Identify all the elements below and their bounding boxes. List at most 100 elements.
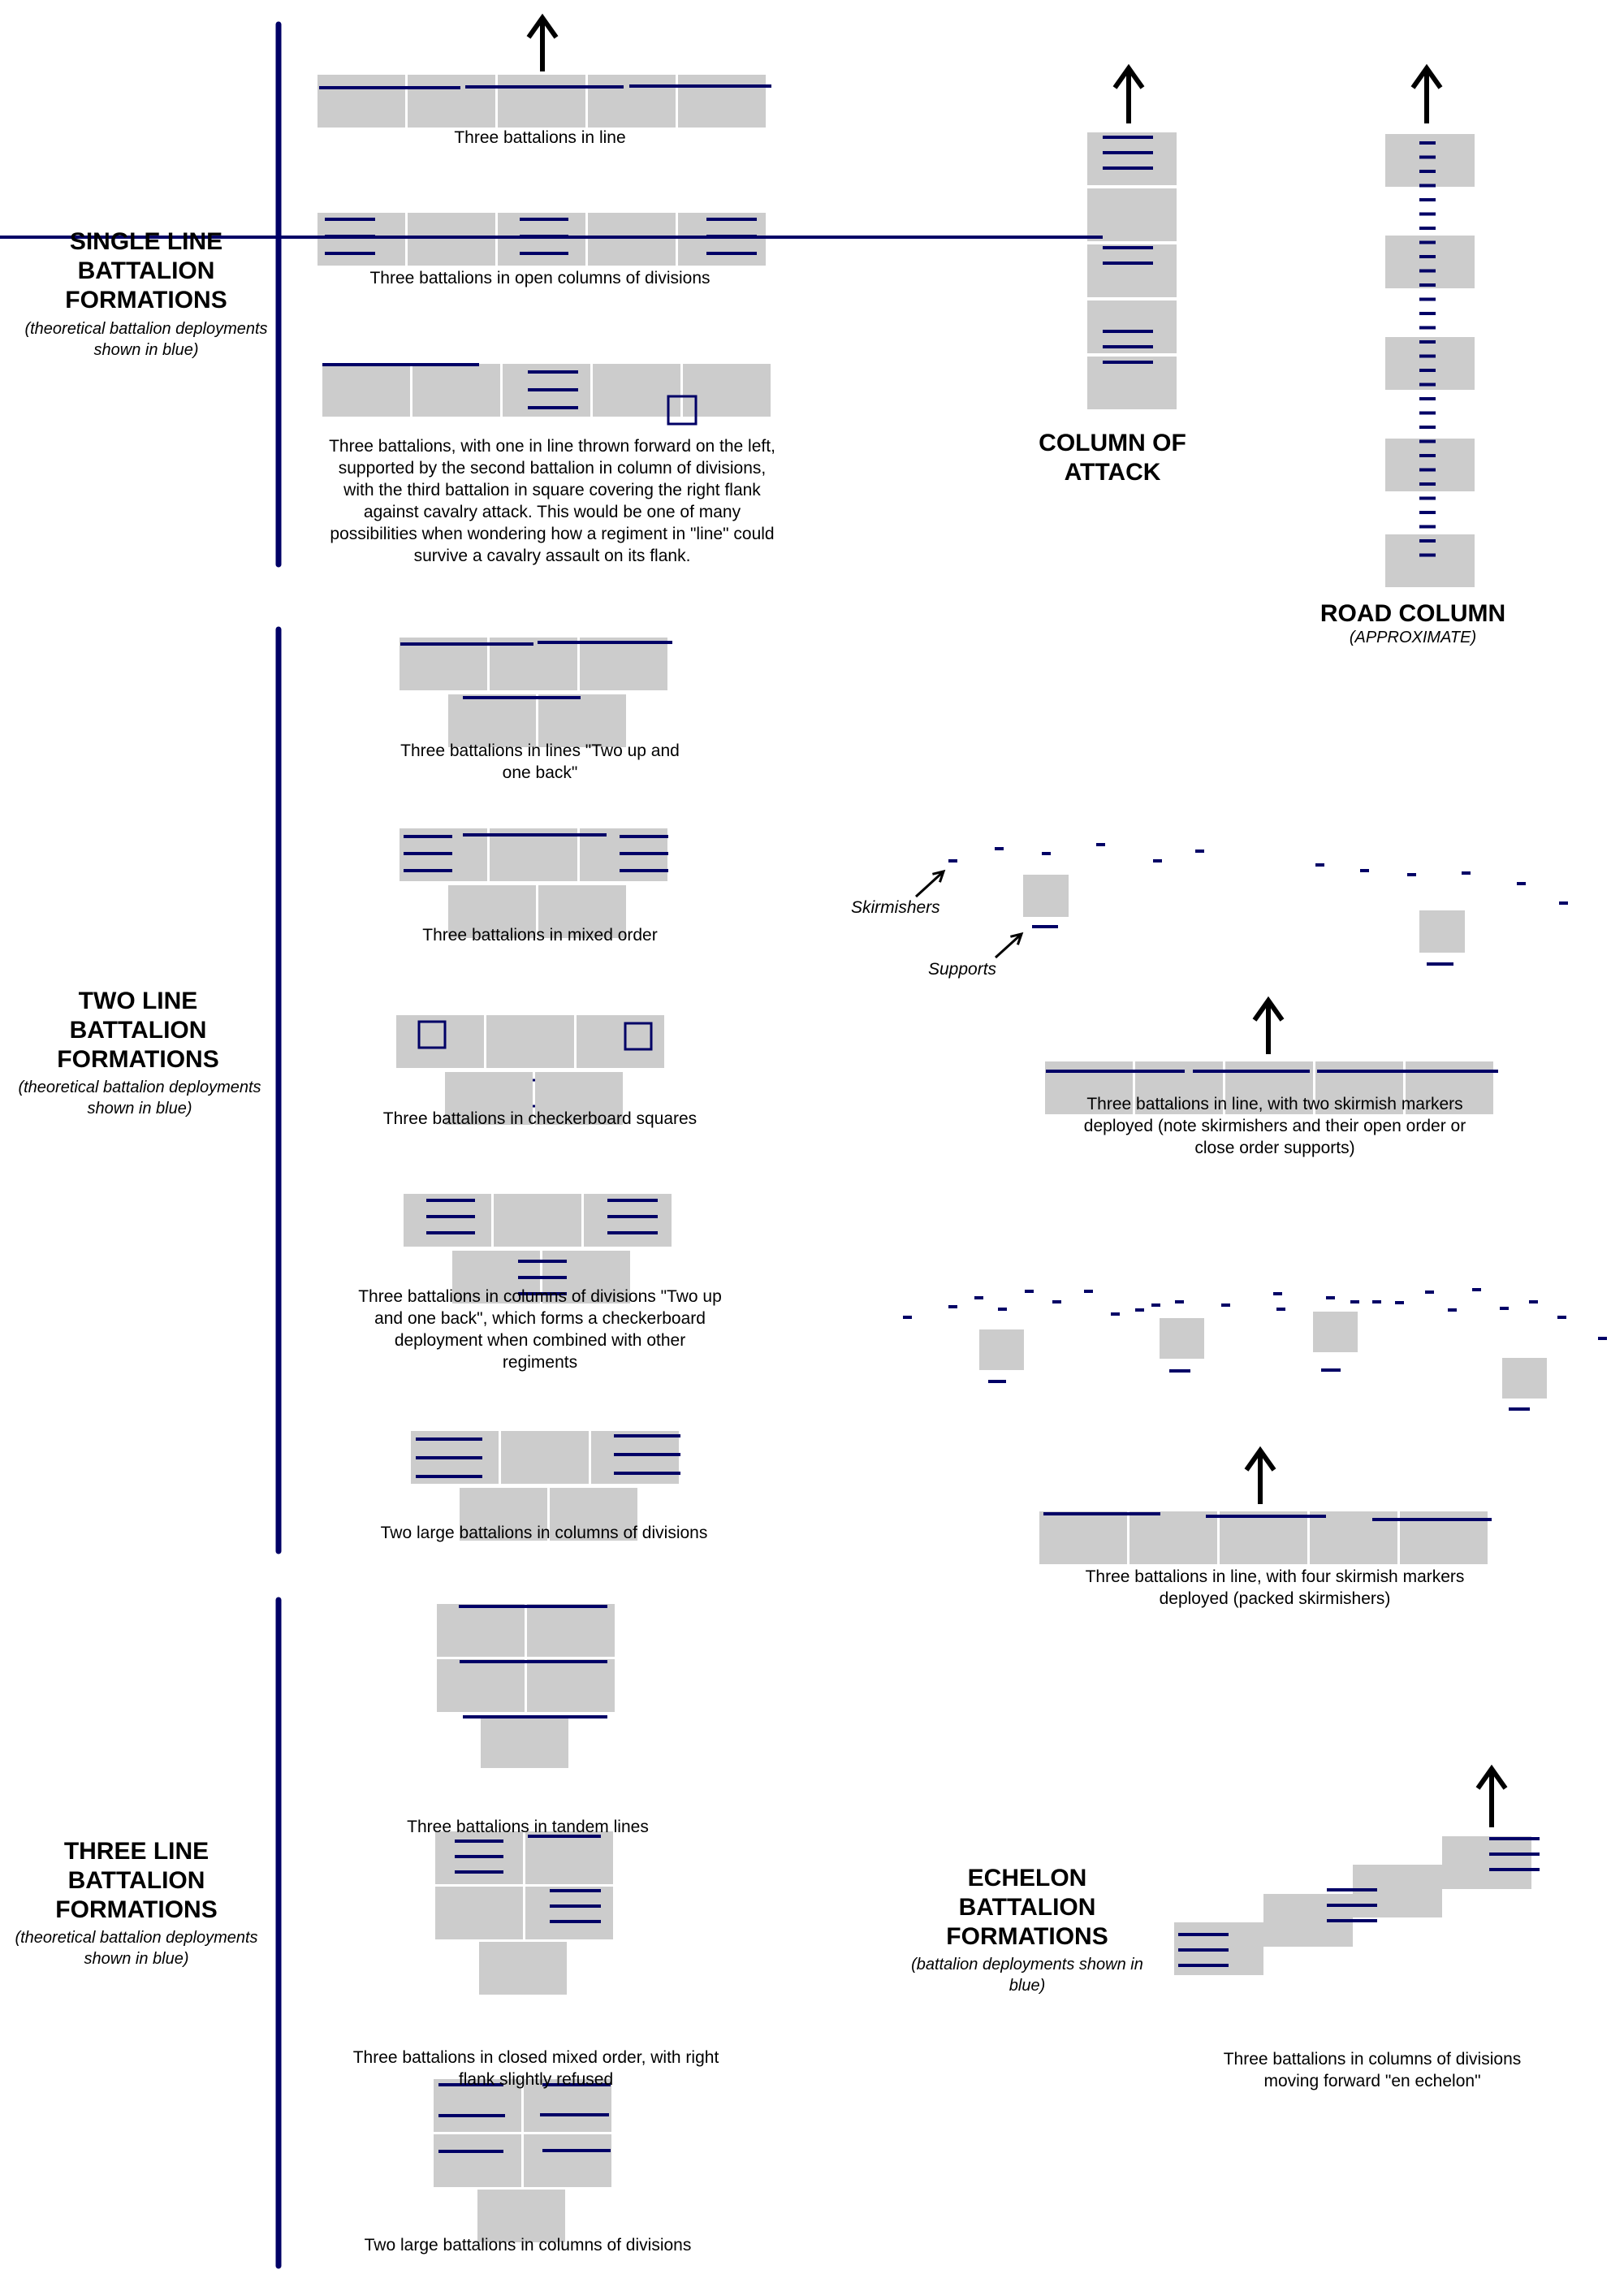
unit-base: [1442, 1836, 1531, 1889]
unit-base: [527, 1604, 615, 1657]
unit-base: [1160, 1318, 1204, 1359]
pointer-arrow-head: [932, 869, 946, 883]
unit-base: [1385, 534, 1475, 587]
single-line-note: (theoretical battalion deployments shown…: [24, 320, 268, 359]
unit-base: [525, 1887, 613, 1939]
unit-base: [322, 364, 410, 417]
unit-base: [1129, 1511, 1217, 1564]
unit-base: [1313, 1312, 1358, 1352]
pointer-arrow-head: [1010, 932, 1024, 945]
advance-arrow: [526, 13, 559, 71]
caption-two-large-columns: Two large battalions in columns of divis…: [380, 1524, 708, 1542]
advance-arrow: [1112, 63, 1145, 123]
single-line-title: SINGLE LINE BATTALION FORMATIONS: [65, 228, 227, 313]
unit-base: [400, 638, 487, 690]
unit-base: [1087, 300, 1177, 353]
unit-base: [678, 75, 766, 128]
caption-two-up-one-back: Three battalions in lines "Two up and on…: [400, 741, 680, 782]
unit-base: [494, 1194, 581, 1247]
unit-base: [435, 1887, 523, 1939]
unit-base: [1039, 1511, 1127, 1564]
unit-base: [448, 694, 536, 747]
unit-base: [979, 1329, 1024, 1370]
unit-base: [580, 638, 667, 690]
road-column-title: ROAD COLUMN: [1320, 600, 1506, 627]
unit-base: [434, 2134, 521, 2187]
unit-base: [481, 1715, 568, 1768]
caption-mixed-line-column-square: Three battalions, with one in line throw…: [329, 437, 775, 565]
unit-base: [584, 1194, 672, 1247]
unit-base: [1502, 1358, 1547, 1399]
caption-open-columns: Three battalions in open columns of divi…: [369, 269, 710, 287]
road-column-note: (APPROXIMATE): [1349, 629, 1477, 646]
echelon-note: (battalion deployments shown in blue): [911, 1956, 1143, 1995]
advance-arrow: [1252, 996, 1285, 1054]
caption-columns-two-up: Three battalions in columns of divisions…: [358, 1287, 722, 1372]
unit-base: [538, 694, 626, 747]
unit-base: [498, 75, 585, 128]
unit-base: [1087, 132, 1177, 185]
unit-base: [479, 1942, 567, 1995]
supports-label: Supports: [928, 960, 997, 979]
unit-base: [678, 213, 766, 266]
unit-base: [317, 213, 405, 266]
unit-base: [588, 75, 676, 128]
unit-base: [408, 75, 495, 128]
advance-arrow: [1475, 1764, 1508, 1827]
unit-base: [527, 1659, 615, 1712]
unit-base: [434, 2079, 521, 2132]
unit-base: [445, 1072, 533, 1125]
unit-base: [550, 1488, 637, 1541]
unit-base: [1087, 357, 1177, 409]
unit-base: [1087, 188, 1177, 241]
unit-base: [477, 2190, 565, 2242]
column-of-attack-title: COLUMN OF ATTACK: [1039, 430, 1186, 486]
battalion-square: [417, 1020, 447, 1049]
unit-base: [588, 213, 676, 266]
unit-base: [591, 1431, 679, 1484]
caption-line: Three battalions in line: [454, 128, 626, 147]
unit-base: [490, 828, 577, 881]
unit-base: [408, 213, 495, 266]
pointer-arrow: [914, 870, 945, 898]
unit-base: [593, 364, 680, 417]
battalion-square: [624, 1022, 653, 1051]
caption-tandem-lines: Three battalions in tandem lines: [407, 1818, 649, 1836]
caption-two-skirmish: Three battalions in line, with two skirm…: [1083, 1095, 1466, 1157]
unit-base: [524, 2134, 611, 2187]
three-line-note: (theoretical battalion deployments shown…: [15, 1929, 258, 1968]
three-line-title: THREE LINE BATTALION FORMATIONS: [55, 1838, 218, 1923]
unit-base: [535, 1072, 623, 1125]
caption-closed-mixed-order: Three battalions in closed mixed order, …: [352, 2048, 719, 2089]
skirmishers-label: Skirmishers: [851, 898, 940, 917]
unit-base: [490, 638, 577, 690]
unit-base: [538, 885, 626, 938]
unit-base: [525, 1831, 613, 1884]
unit-base: [317, 75, 405, 128]
caption-four-skirmish: Three battalions in line, with four skir…: [1085, 1567, 1465, 1608]
unit-base: [1023, 875, 1069, 917]
unit-base: [498, 213, 585, 266]
unit-base: [486, 1015, 574, 1068]
unit-base: [1419, 910, 1465, 953]
unit-base: [396, 1015, 484, 1068]
caption-echelon: Three battalions in columns of divisions…: [1223, 2050, 1522, 2090]
echelon-title: ECHELON BATTALION FORMATIONS: [946, 1865, 1108, 1950]
pointer-arrow: [994, 932, 1023, 959]
unit-base: [1385, 337, 1475, 390]
unit-base: [437, 1659, 525, 1712]
unit-base: [683, 364, 771, 417]
unit-base: [1220, 1511, 1307, 1564]
unit-base: [437, 1604, 525, 1657]
advance-arrow: [1244, 1446, 1276, 1504]
unit-base: [501, 1431, 589, 1484]
caption-two-large-columns-3: Two large battalions in columns of divis…: [364, 2236, 692, 2255]
unit-base: [460, 1488, 547, 1541]
unit-base: [1385, 236, 1475, 288]
unit-base: [412, 364, 500, 417]
unit-base: [524, 2079, 611, 2132]
two-line-note: (theoretical battalion deployments shown…: [18, 1079, 261, 1118]
unit-base: [1087, 244, 1177, 297]
unit-base: [448, 885, 536, 938]
